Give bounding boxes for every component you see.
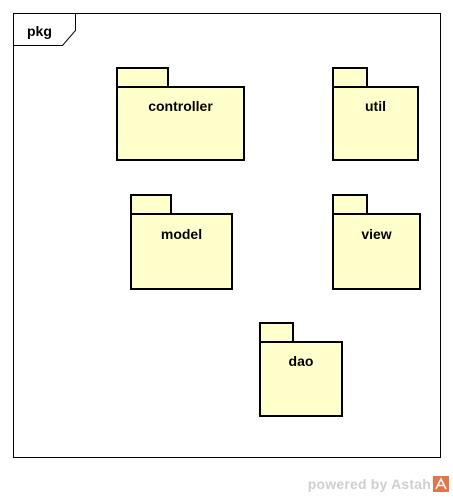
package-body <box>116 86 245 161</box>
package-body <box>332 86 419 161</box>
astah-logo-icon <box>433 476 449 492</box>
package-tab <box>332 67 368 88</box>
watermark-text: powered by Astah <box>307 476 431 492</box>
frame-label-tab <box>13 13 76 46</box>
package-controller[interactable]: controller <box>116 67 245 161</box>
package-view[interactable]: view <box>332 194 421 290</box>
package-label: controller <box>148 98 213 114</box>
package-body <box>332 213 421 290</box>
frame-label: pkg <box>27 23 52 39</box>
package-dao[interactable]: dao <box>259 322 343 417</box>
package-model[interactable]: model <box>130 194 233 290</box>
package-label: view <box>361 226 391 242</box>
package-body <box>259 341 343 417</box>
package-tab <box>130 194 172 215</box>
package-tab <box>332 194 368 215</box>
package-label: dao <box>289 353 314 369</box>
package-label: util <box>365 98 386 114</box>
package-tab <box>116 67 169 88</box>
package-body <box>130 213 233 290</box>
package-util[interactable]: util <box>332 67 419 161</box>
astah-watermark: powered by Astah <box>308 475 449 493</box>
package-label: model <box>161 226 202 242</box>
package-tab <box>259 322 294 343</box>
